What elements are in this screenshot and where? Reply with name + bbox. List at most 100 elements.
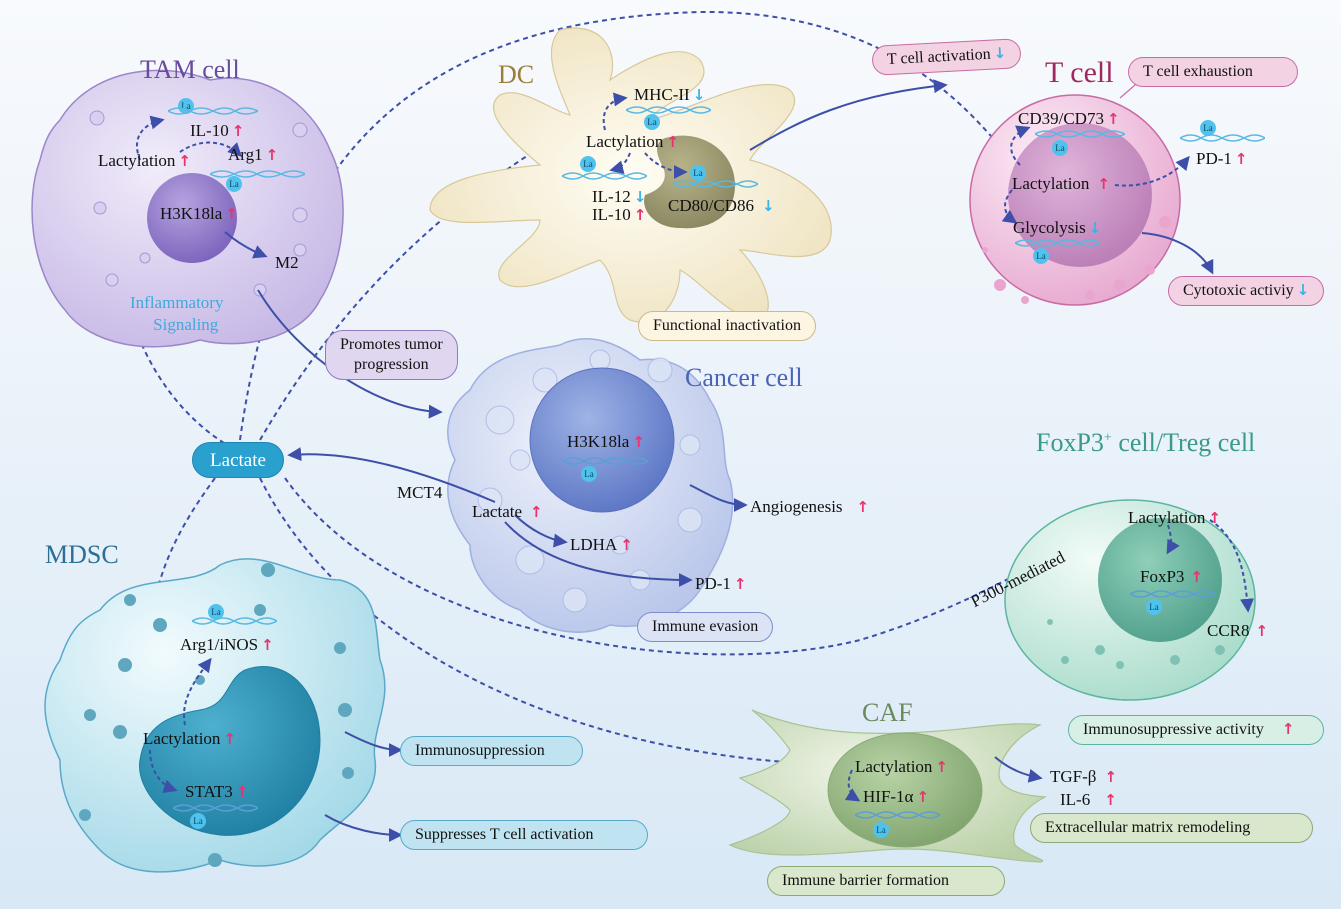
dna-icon <box>192 617 277 625</box>
tam-h3k18la-label: H3K18la↑ <box>160 204 238 223</box>
dc-outcome-box: Functional inactivation <box>638 311 816 341</box>
tcell-title: T cell <box>1045 56 1114 89</box>
up-arrow-icon: ↑ <box>1255 622 1269 640</box>
dc-title: DC <box>498 60 535 89</box>
down-arrow-icon: ↓ <box>1296 281 1310 299</box>
la-tag: La <box>581 466 597 482</box>
tcell-exhaustion-box: T cell exhaustion <box>1128 57 1298 87</box>
cancer-nucleus <box>529 367 675 513</box>
up-arrow-icon: ↑ <box>223 730 236 748</box>
up-arrow-icon: ↑ <box>620 536 633 554</box>
treg-lactylation-label: Lactylation↑ <box>1128 508 1221 527</box>
cancer-cell <box>287 338 748 633</box>
up-arrow-icon: ↑ <box>1106 110 1120 128</box>
pathway-lactate-to-dc <box>259 133 563 441</box>
tam-title: TAM cell <box>140 55 240 84</box>
down-arrow-icon: ↓ <box>993 43 1007 63</box>
caf-immune-barrier-box: Immune barrier formation <box>767 866 1005 896</box>
dc-il10-label: IL-10↑ <box>592 205 647 224</box>
tam-nucleus <box>147 173 237 263</box>
la-tag: La <box>1146 599 1162 615</box>
dc-mhc-label: MHC-II↓ <box>634 85 706 104</box>
tam-m2-label: M2 <box>275 253 299 272</box>
tam-il10-label: IL-10↑ <box>190 121 245 140</box>
up-arrow-icon: ↑ <box>235 783 249 801</box>
la-tag: La <box>1033 248 1049 264</box>
up-arrow-icon: ↑ <box>1208 509 1221 527</box>
la-tag: La <box>208 604 224 620</box>
dna-icon <box>1130 590 1215 598</box>
up-arrow-icon: ↑ <box>856 498 870 516</box>
cancer-h3k18la-label: H3K18la↑ <box>567 432 645 451</box>
mdsc-title: MDSC <box>45 540 119 569</box>
la-tag: La <box>580 156 596 172</box>
up-arrow-icon: ↑ <box>733 575 747 593</box>
up-arrow-icon: ↑ <box>1097 175 1110 193</box>
mdsc-lactylation-label: Lactylation↑ <box>143 729 236 748</box>
dna-icon <box>563 457 648 465</box>
dna-icon <box>562 172 647 180</box>
cancer-ldha-label: LDHA↑ <box>570 535 633 554</box>
dna-icon <box>1015 239 1100 247</box>
dna-icon <box>673 180 758 188</box>
tcell-nucleus <box>1008 123 1152 267</box>
dna-icon <box>1035 130 1125 138</box>
caf-hif-label: HIF-1α↑ <box>863 787 930 806</box>
cancer-title: Cancer cell <box>685 363 803 392</box>
mdsc-stat3-label: STAT3↑ <box>185 782 249 801</box>
up-arrow-icon: ↑ <box>178 152 191 170</box>
la-tag: La <box>226 176 242 192</box>
up-arrow-icon: ↑ <box>265 146 279 164</box>
pathway-lactate-to-caf <box>259 477 851 772</box>
treg-ccr8-label: CCR8↑ <box>1207 621 1269 640</box>
caf-lactylation-label: Lactylation↑ <box>855 757 948 776</box>
down-arrow-icon: ↓ <box>761 197 775 215</box>
pathway-lactate-to-tam <box>104 182 233 449</box>
tam-arg1-label: Arg1↑ <box>228 145 279 164</box>
caf-title: CAF <box>862 698 913 727</box>
cancer-mct4-label: MCT4 <box>397 483 443 502</box>
la-tag: La <box>644 114 660 130</box>
tcell-cd39-label: CD39/CD73↑ <box>1018 109 1120 128</box>
up-arrow-icon: ↑ <box>916 788 930 806</box>
cancer-lactate-label: Lactate↑ <box>472 502 543 521</box>
la-tag: La <box>873 822 889 838</box>
mdsc-cell <box>44 558 403 873</box>
dna-icon <box>1180 134 1265 142</box>
lactate-hub-node: Lactate <box>192 442 284 478</box>
dna-icon <box>168 107 258 115</box>
mdsc-immunosuppression-box: Immunosuppression <box>400 736 583 766</box>
tam-lactylation-label: Lactylation↑ <box>98 151 191 170</box>
treg-outcome-box: Immunosuppressive activity↑ <box>1068 715 1324 745</box>
up-arrow-icon: ↑ <box>1104 768 1118 786</box>
dna-icon <box>173 804 258 812</box>
up-arrow-icon: ↑ <box>231 122 245 140</box>
up-arrow-icon: ↑ <box>1234 150 1248 168</box>
treg-foxp3-label: FoxP3↑ <box>1140 567 1203 586</box>
dc-lactylation-label: Lactylation↑ <box>586 132 679 151</box>
caf-cell <box>728 709 1048 863</box>
up-arrow-icon: ↑ <box>261 636 274 654</box>
up-arrow-icon: ↑ <box>633 206 647 224</box>
tcell-cytotoxic-box: Cytotoxic activiy↓ <box>1168 276 1325 306</box>
cancer-outcome-box: Immune evasion <box>637 612 774 642</box>
up-arrow-icon: ↑ <box>935 758 948 776</box>
up-arrow-icon: ↑ <box>632 433 645 451</box>
t-cell <box>969 64 1214 306</box>
up-arrow-icon: ↑ <box>666 133 679 151</box>
caf-il6-label: IL-6↑ <box>1060 790 1117 809</box>
cancer-pd1-label: PD-1↑ <box>695 574 747 593</box>
la-tag: La <box>178 98 194 114</box>
up-arrow-icon: ↑ <box>225 205 238 223</box>
up-arrow-icon: ↑ <box>530 503 543 521</box>
la-tag: La <box>1052 140 1068 156</box>
mdsc-nucleus <box>139 666 321 836</box>
dna-icon <box>855 811 940 819</box>
tam-cell <box>31 69 443 419</box>
down-arrow-icon: ↓ <box>692 86 706 104</box>
down-arrow-icon: ↓ <box>1088 219 1102 237</box>
down-arrow-icon: ↓ <box>633 188 647 206</box>
dc-il12-label: IL-12↓ <box>592 187 647 206</box>
